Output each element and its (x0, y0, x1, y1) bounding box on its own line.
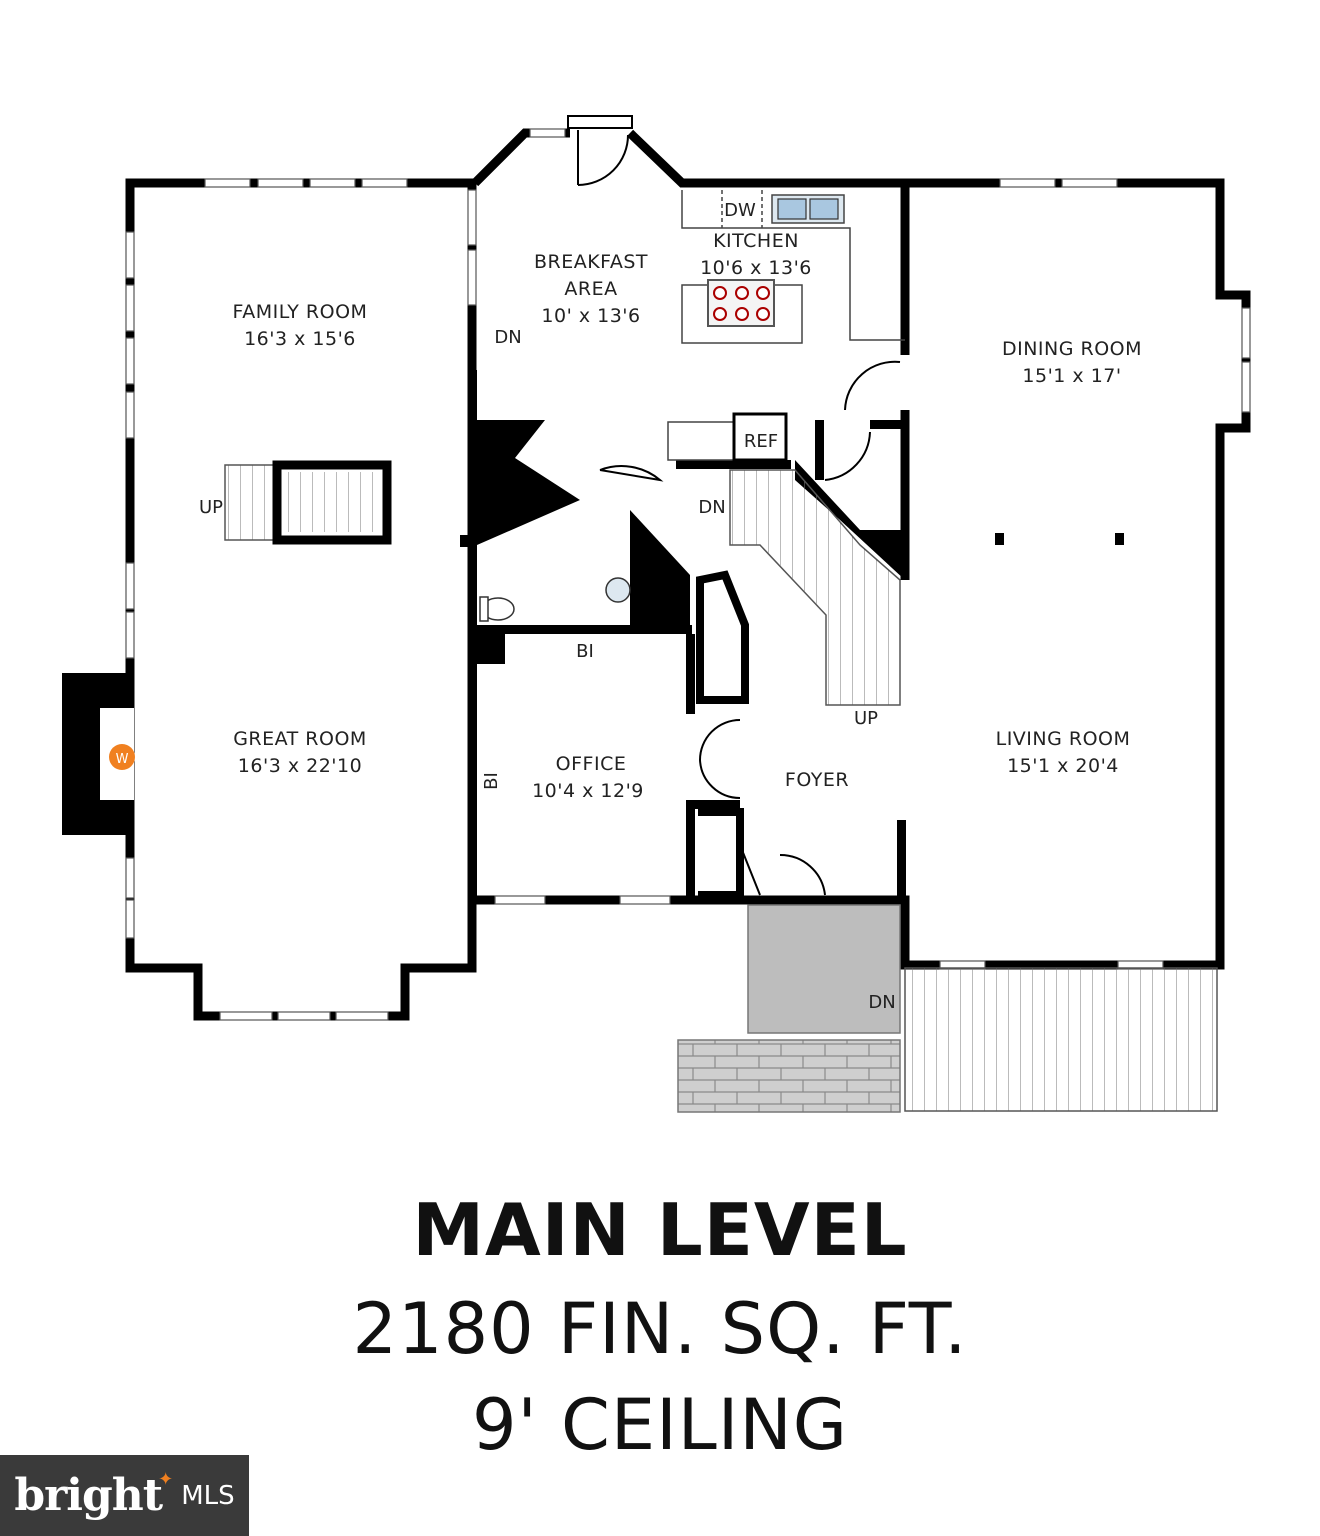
breakfast-size: 10' x 13'6 (541, 305, 640, 327)
front-porch (747, 904, 901, 1034)
brick-walkway (677, 1039, 901, 1113)
office-size: 10'4 x 12'9 (532, 780, 644, 802)
living-room-name: LIVING ROOM (996, 728, 1131, 750)
great-room-name: GREAT ROOM (233, 728, 367, 750)
interior-walls (460, 370, 1124, 900)
built-in-label-top: BI (576, 641, 594, 662)
floor-plan: W (62, 115, 1251, 1113)
finished-square-feet: 2180 FIN. SQ. FT. (352, 1288, 968, 1370)
bright-mls-logo: bright ✦ MLS (0, 1455, 249, 1536)
built-in-label-side: BI (481, 772, 502, 790)
down-label-porch: DN (868, 992, 895, 1013)
kitchen-size: 10'6 x 13'6 (700, 257, 812, 279)
annotations: DW REF BI BI UP UP DN DN DN (199, 200, 896, 1013)
room-labels: FAMILY ROOM 16'3 x 15'6 BREAKFAST AREA 1… (233, 230, 1142, 802)
windows (125, 128, 1251, 1021)
office-name: OFFICE (556, 753, 627, 775)
ceiling-height: 9' CEILING (471, 1384, 849, 1466)
down-label-foyer: DN (698, 497, 725, 518)
logo-star-icon: ✦ (158, 1469, 174, 1490)
foyer-name: FOYER (785, 769, 849, 791)
stairs (224, 460, 1218, 1112)
breakfast-name-line1: BREAKFAST (534, 251, 648, 273)
sink-icon (777, 198, 839, 220)
fireplace: W (62, 673, 135, 835)
breakfast-name-line2: AREA (564, 278, 617, 300)
dining-room-size: 15'1 x 17' (1022, 365, 1121, 387)
down-label-breakfast: DN (494, 327, 521, 348)
logo-mls: MLS (181, 1480, 235, 1511)
closet (696, 570, 749, 899)
dining-room-name: DINING ROOM (1002, 338, 1142, 360)
family-room-name: FAMILY ROOM (233, 301, 368, 323)
bay-door (567, 115, 633, 186)
refrigerator-label: REF (744, 431, 778, 452)
up-label-family: UP (199, 497, 223, 518)
family-room-size: 16'3 x 15'6 (244, 328, 356, 350)
living-room-size: 15'1 x 20'4 (1007, 755, 1119, 777)
fireplace-label: W (116, 752, 129, 767)
kitchen-name: KITCHEN (713, 230, 799, 252)
up-label-foyer: UP (854, 708, 878, 729)
floor-title: MAIN LEVEL (412, 1188, 908, 1272)
doors (599, 360, 901, 896)
dishwasher-label: DW (724, 200, 756, 221)
cooktop-icon (707, 279, 775, 327)
bathroom-fixtures (479, 577, 631, 622)
fireplace-flame-icon (109, 744, 135, 770)
great-room-size: 16'3 x 22'10 (238, 755, 362, 777)
logo-wordmark: bright (14, 1470, 163, 1521)
